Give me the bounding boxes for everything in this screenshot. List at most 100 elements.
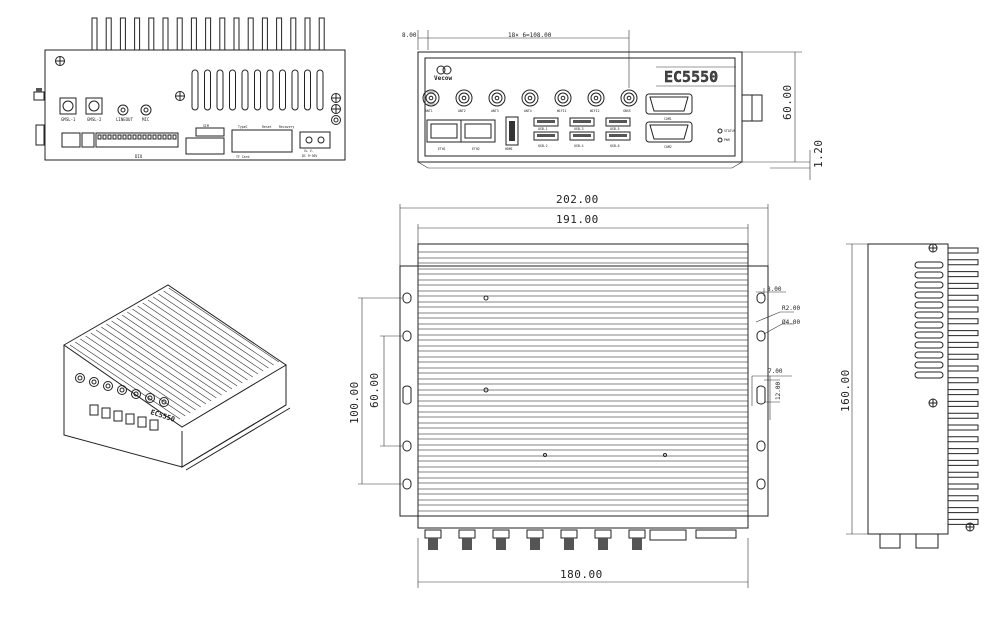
usb-tongue [573,120,591,123]
mount-slot-right [756,385,766,405]
side-fin [948,259,979,266]
iso-port-inner [147,395,153,401]
top-fin [417,383,749,391]
mount-hole-right [756,292,766,304]
usb-label: USB-3 [574,127,584,131]
usb-label: USB-6 [610,144,620,148]
top-bottom-connectors [424,529,737,550]
dio-pin [107,134,112,140]
antenna-inner [524,92,536,104]
iso-fin [116,317,227,393]
mounting-holes [402,292,766,490]
side-slot [914,311,944,319]
top-body [417,243,749,529]
side-fin [948,306,979,313]
gmsl-connector-1 [59,97,77,115]
side-fin [948,330,979,337]
iso-port-inner [133,391,139,397]
dio-block [95,132,179,148]
usb-tongue [537,134,555,137]
com-label-1: COM1 [664,117,672,121]
iso-fin [90,332,201,408]
dim-body-width: 191.00 [556,213,599,226]
iso-fin [168,287,279,363]
rear-fin [162,17,169,50]
lan-port-2 [460,119,496,143]
dim-mount-inner: 60.00 [368,372,381,408]
dim-mount-outer: 100.00 [348,381,361,424]
rear-slot [316,69,324,111]
rear-heatsink-fins [91,17,325,50]
rear-fin [247,17,254,50]
lan-label-1: ETH1 [438,147,446,151]
antenna-pin [428,95,434,101]
iso-fin [85,335,196,411]
mic-label: MIC [142,117,150,122]
dc-pins-label: V+ V- [304,149,314,153]
dio-pin [137,134,142,140]
dim-slot-height: 12.00 [775,382,782,400]
top-fin [417,251,749,259]
typec-label: TypeC [238,125,248,129]
iso-fin [153,296,264,372]
antenna-connector [620,89,638,107]
side-fin [948,518,979,525]
usb-tongue [537,120,555,123]
top-fin [417,350,749,358]
dio-pin [142,134,147,140]
usb-tongue [609,120,627,123]
side-fin [948,294,979,301]
rear-view: GMSL-1 GMSL-2 LINEOUT MIC DIO SIM TypeC … [33,17,346,161]
top-fin [417,273,749,281]
iso-fin [80,338,191,414]
iso-port [131,389,141,399]
antenna-connector [587,89,605,107]
usb-label: USB-5 [610,127,620,131]
top-fin [417,504,749,512]
iso-port-inner [105,383,111,389]
side-fin [948,424,979,431]
side-slot [914,291,944,299]
sim-slot [195,127,225,137]
lan-label-2: ETH2 [472,147,480,151]
top-antenna-body [530,538,540,550]
antenna-inner [590,92,602,104]
top-fin [417,284,749,292]
top-fin [417,394,749,402]
top-antenna-body [632,538,642,550]
antenna-label: GNSS [623,109,631,113]
rear-panel-body [44,49,346,161]
antenna-label: WIFI1 [557,109,567,113]
rear-fin [91,17,98,50]
iso-fin [101,326,212,402]
side-slot [914,321,944,329]
dim-slot-width: 7.00 [768,368,783,375]
status-led [717,128,723,134]
top-port-block [695,529,737,539]
top-antenna-base [424,529,442,539]
side-slot [914,341,944,349]
reset-label: Reset [262,125,272,129]
model-text: EC5550 [664,68,718,86]
iso-fin [132,308,243,384]
antenna-connector [521,89,539,107]
iso-fin [111,320,222,396]
dio-pin [127,134,132,140]
usb-port [533,117,559,127]
ground-screw-icon [331,93,341,125]
dio-label: DIO [135,154,143,159]
com-label-2: COM2 [664,145,672,149]
iso-port [103,381,113,391]
rear-fin [105,17,112,50]
dio-pin [112,134,117,140]
dc-input-terminal [299,131,331,149]
usb-tongue [609,134,627,137]
tf-card-label: TF Card [236,155,250,159]
iso-fin [121,314,233,390]
dio-pin [152,134,157,140]
usb-tongue [573,134,591,137]
rear-slot [304,69,311,111]
antenna-connector [554,89,572,107]
rear-fin [233,17,240,50]
